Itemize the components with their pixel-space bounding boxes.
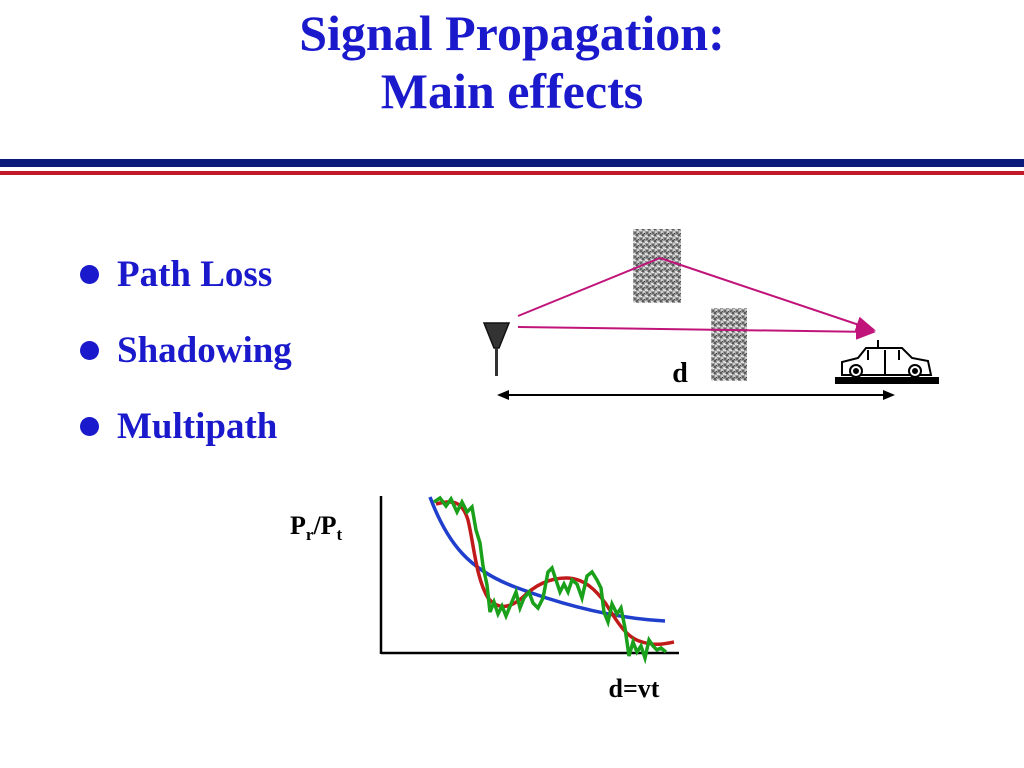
shadowing-curve — [435, 500, 675, 647]
bullet-dot-icon — [80, 264, 99, 284]
reflected-ray-down — [659, 257, 876, 332]
title-line-2: Main effects — [380, 63, 644, 119]
bullet-label: Shadowing — [117, 329, 292, 371]
bullet-item: Multipath — [80, 388, 292, 464]
building-bottom-icon — [711, 308, 747, 381]
bullet-list: Path Loss Shadowing Multipath — [80, 236, 292, 464]
antenna-icon — [482, 322, 511, 376]
bullet-label: Path Loss — [117, 253, 273, 295]
title-rule-navy — [0, 159, 1024, 167]
bullet-dot-icon — [80, 340, 99, 360]
distance-arrow — [497, 390, 895, 400]
distance-label: d — [672, 358, 688, 389]
bullet-label: Multipath — [117, 405, 278, 447]
bullet-dot-icon — [80, 416, 99, 436]
plot-ylabel: Pr/Pt — [290, 511, 343, 544]
bullet-item: Shadowing — [80, 312, 292, 388]
multipath-curve — [433, 495, 668, 665]
direct-ray — [517, 323, 876, 340]
reflected-ray-up — [517, 257, 661, 317]
signal-rays — [517, 257, 876, 340]
bullet-item: Path Loss — [80, 236, 292, 312]
plot-xlabel: d=vt — [609, 674, 660, 703]
title-line-1: Signal Propagation: — [299, 5, 725, 61]
plot-axes — [379, 496, 679, 655]
car-icon — [835, 340, 939, 384]
title-rule-red — [0, 171, 1024, 175]
slide-title: Signal Propagation: Main effects — [0, 4, 1024, 120]
